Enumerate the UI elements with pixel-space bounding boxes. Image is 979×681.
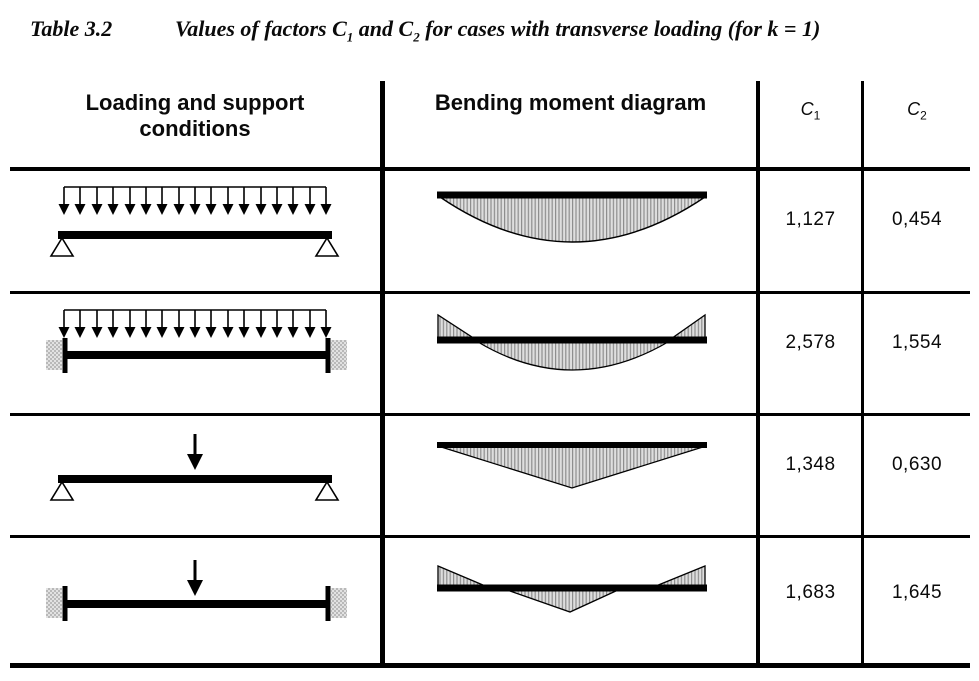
fixed-support-left: [46, 588, 62, 618]
loading-diagram-pointload-fixed: [10, 538, 385, 663]
table-row: 1,683 1,645: [10, 538, 970, 668]
udl-fixed-beam-drawing: [46, 309, 347, 373]
table-caption: Values of factors C1 and C2 for cases wi…: [175, 16, 821, 45]
c1-value: 2,578: [760, 294, 864, 413]
table-row: 1,348 0,630: [10, 416, 970, 538]
moment-diagram-sagging-parabola: [385, 171, 760, 291]
caption-text: and: [353, 16, 399, 41]
moment-diagram-fixed-pointload: [385, 538, 760, 663]
c2-value: 1,554: [891, 332, 943, 353]
c1-value: 1,348: [760, 416, 864, 535]
moment-diagram-sagging-triangle: [385, 416, 760, 535]
loading-diagram-udl-fixed: [10, 294, 385, 413]
caption-text: Values of factors: [175, 16, 333, 41]
table-header-row: Loading and support conditions Bending m…: [10, 81, 970, 171]
table-title: Table 3.2 Values of factors C1 and C2 for…: [30, 16, 979, 45]
fixed-support-left: [46, 340, 62, 370]
loading-diagram-pointload-pinned: [10, 416, 385, 535]
table-row: 1,127 0,454: [10, 171, 970, 294]
moment-diagram-fixed-udl: [385, 294, 760, 413]
factor-c1-symbol: C1: [332, 16, 354, 45]
c2-value: 1,645: [891, 582, 943, 603]
fixed-support-right: [331, 588, 347, 618]
c1-value: 1,127: [760, 171, 864, 291]
fixed-support-right: [331, 340, 347, 370]
factor-c2-symbol: C2: [398, 16, 420, 45]
table-row: 2,578 1,554: [10, 294, 970, 416]
udl-pinned-beam-drawing: [49, 186, 340, 257]
factors-table: Loading and support conditions Bending m…: [10, 81, 970, 668]
caption-text: for cases with transverse loading (for k…: [419, 16, 821, 41]
column-header-moment: Bending moment diagram: [385, 81, 760, 167]
point-load-fixed-beam-drawing: [46, 560, 347, 621]
hogging-sagging-parabola-drawing: [437, 313, 707, 371]
hogging-sagging-triangle-drawing: [437, 565, 707, 613]
sagging-parabola-drawing: [437, 191, 708, 243]
c1-value: 1,683: [760, 538, 864, 663]
column-header-c1: C1: [760, 81, 864, 167]
c2-value: 0,630: [891, 454, 943, 475]
loading-diagram-udl-pinned: [10, 171, 385, 291]
column-header-c2: C2: [907, 99, 927, 123]
sagging-triangle-drawing: [437, 442, 707, 489]
column-header-loading: Loading and support conditions: [10, 81, 385, 167]
point-load-pinned-beam-drawing: [49, 434, 340, 501]
table-number: Table 3.2: [30, 16, 113, 41]
c2-value: 0,454: [891, 209, 943, 230]
